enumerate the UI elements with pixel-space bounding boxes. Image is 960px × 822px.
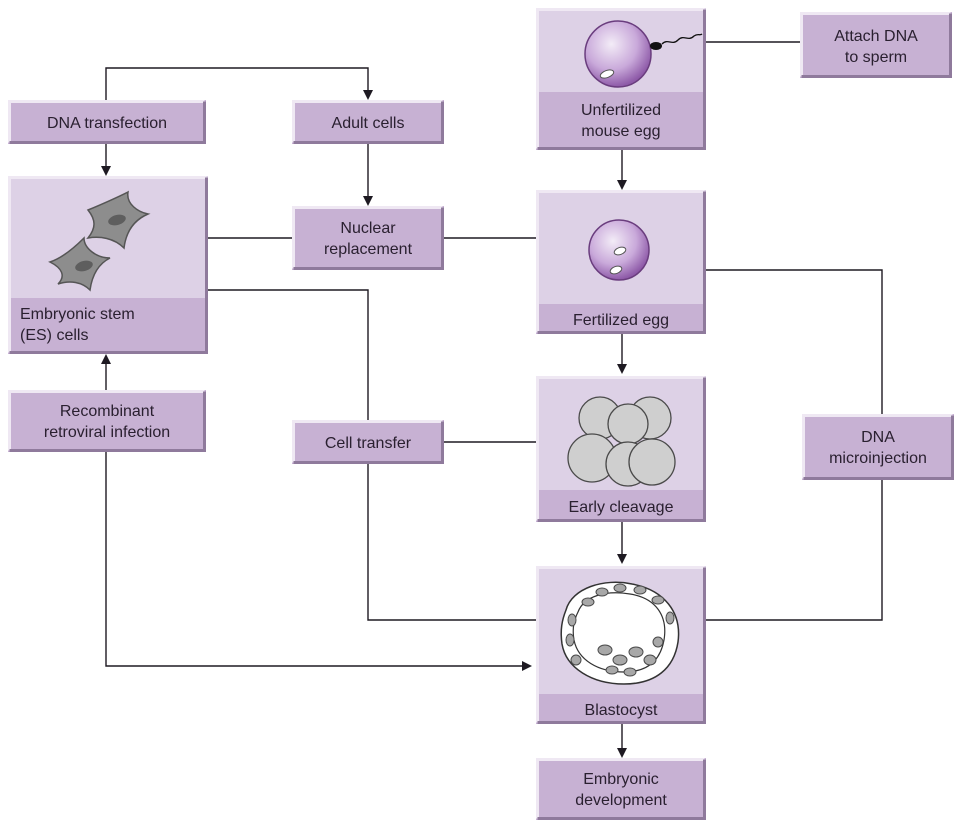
label-es-cells-2: (ES) cells [20, 327, 88, 344]
box-cell-transfer: Cell transfer [292, 420, 444, 464]
box-adult-cells: Adult cells [292, 100, 444, 144]
arrow-recombinant-es [101, 354, 111, 364]
panel-early-cleavage: Early cleavage [536, 376, 706, 522]
panel-es-cells: Embryonic stem (ES) cells [8, 176, 208, 354]
connectors [101, 41, 883, 758]
sperm-icon [650, 42, 662, 50]
box-dna-transfection: DNA transfection [8, 100, 206, 144]
label-adult-cells: Adult cells [332, 115, 405, 132]
box-recombinant-retroviral: Recombinant retroviral infection [8, 390, 206, 452]
label-fertilized-egg: Fertilized egg [573, 312, 669, 329]
panel-blastocyst: Blastocyst [536, 566, 706, 724]
arrow-to-es-cells [101, 166, 111, 176]
label-dna-transfection: DNA transfection [47, 115, 167, 132]
label-es-cells-1: Embryonic stem [20, 306, 135, 323]
egg-icon [584, 20, 652, 88]
box-nuclear-replacement: Nuclear replacement [292, 206, 444, 270]
label-nuclear-replacement-1: Nuclear [340, 220, 396, 237]
label-nuclear-replacement-2: replacement [324, 241, 413, 258]
label-recombinant-1: Recombinant [60, 403, 155, 420]
arrow-to-nuclear-replacement [363, 196, 373, 206]
box-dna-microinjection: DNA microinjection [802, 414, 954, 480]
label-blastocyst: Blastocyst [585, 702, 658, 719]
label-attach-dna-2: to sperm [845, 49, 907, 66]
label-embryonic-dev-1: Embryonic [583, 771, 659, 788]
label-embryonic-dev-2: development [575, 792, 667, 809]
panel-fertilized-egg: Fertilized egg [536, 190, 706, 334]
box-embryonic-development: Embryonic development [536, 758, 706, 820]
panel-unfertilized-egg: Unfertilized mouse egg [536, 8, 706, 150]
label-unfertilized-1: Unfertilized [581, 102, 661, 119]
label-attach-dna-1: Attach DNA [834, 28, 918, 45]
label-early-cleavage: Early cleavage [569, 499, 674, 516]
blastocyst-icon [560, 581, 680, 685]
label-unfertilized-2: mouse egg [581, 123, 660, 140]
label-cell-transfer: Cell transfer [325, 435, 412, 452]
arrow-recombinant-blastocyst [522, 661, 532, 671]
label-dna-microinjection-1: DNA [861, 429, 895, 446]
cleavage-cells-icon [567, 396, 676, 487]
arrow-to-adult-cells [363, 90, 373, 100]
box-attach-dna: Attach DNA to sperm [800, 12, 952, 78]
label-recombinant-2: retroviral infection [44, 424, 170, 441]
connector-transfection-adult [105, 67, 369, 100]
label-dna-microinjection-2: microinjection [829, 450, 927, 467]
